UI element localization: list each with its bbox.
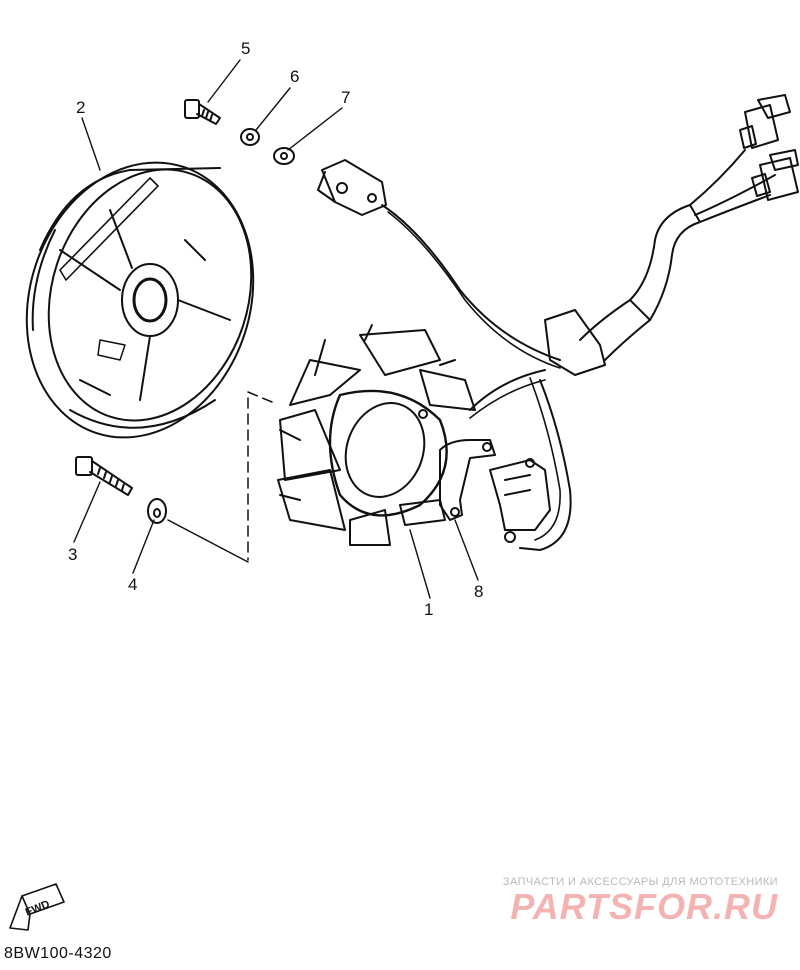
stator-assembly — [277, 324, 476, 546]
callout-6: 6 — [290, 67, 299, 86]
callout-7: 7 — [341, 88, 350, 107]
watermark-brand: PARTSFOR.RU — [510, 886, 778, 927]
bolt-3 — [75, 456, 133, 496]
callout-labels: 1 2 3 4 5 6 7 8 — [68, 39, 483, 619]
connector-upper — [739, 94, 791, 149]
flywheel-rotor — [25, 161, 255, 439]
pickup-coil-bracket — [439, 439, 551, 543]
callout-3: 3 — [68, 545, 77, 564]
washer-4 — [147, 498, 167, 524]
wire-harness — [381, 149, 776, 551]
watermark-tagline: ЗАПЧАСТИ И АКСЕССУАРЫ ДЛЯ МОТОТЕХНИКИ — [502, 876, 778, 888]
diagram-code: 8BW100-4320 — [4, 945, 112, 962]
fwd-label: FWD — [24, 898, 52, 919]
callout-8: 8 — [474, 582, 483, 601]
fwd-direction-arrow: FWD — [9, 883, 65, 931]
callout-leaders — [73, 59, 479, 599]
washer-6 — [240, 128, 260, 146]
callout-2: 2 — [76, 98, 85, 117]
callout-5: 5 — [241, 39, 250, 58]
callout-1: 1 — [424, 600, 433, 619]
connector-lower — [751, 149, 799, 201]
bolt-5 — [184, 99, 221, 125]
assembly-guide-line — [167, 391, 273, 563]
callout-4: 4 — [128, 575, 137, 594]
washer-7 — [273, 147, 295, 165]
upper-sensor — [317, 159, 387, 216]
